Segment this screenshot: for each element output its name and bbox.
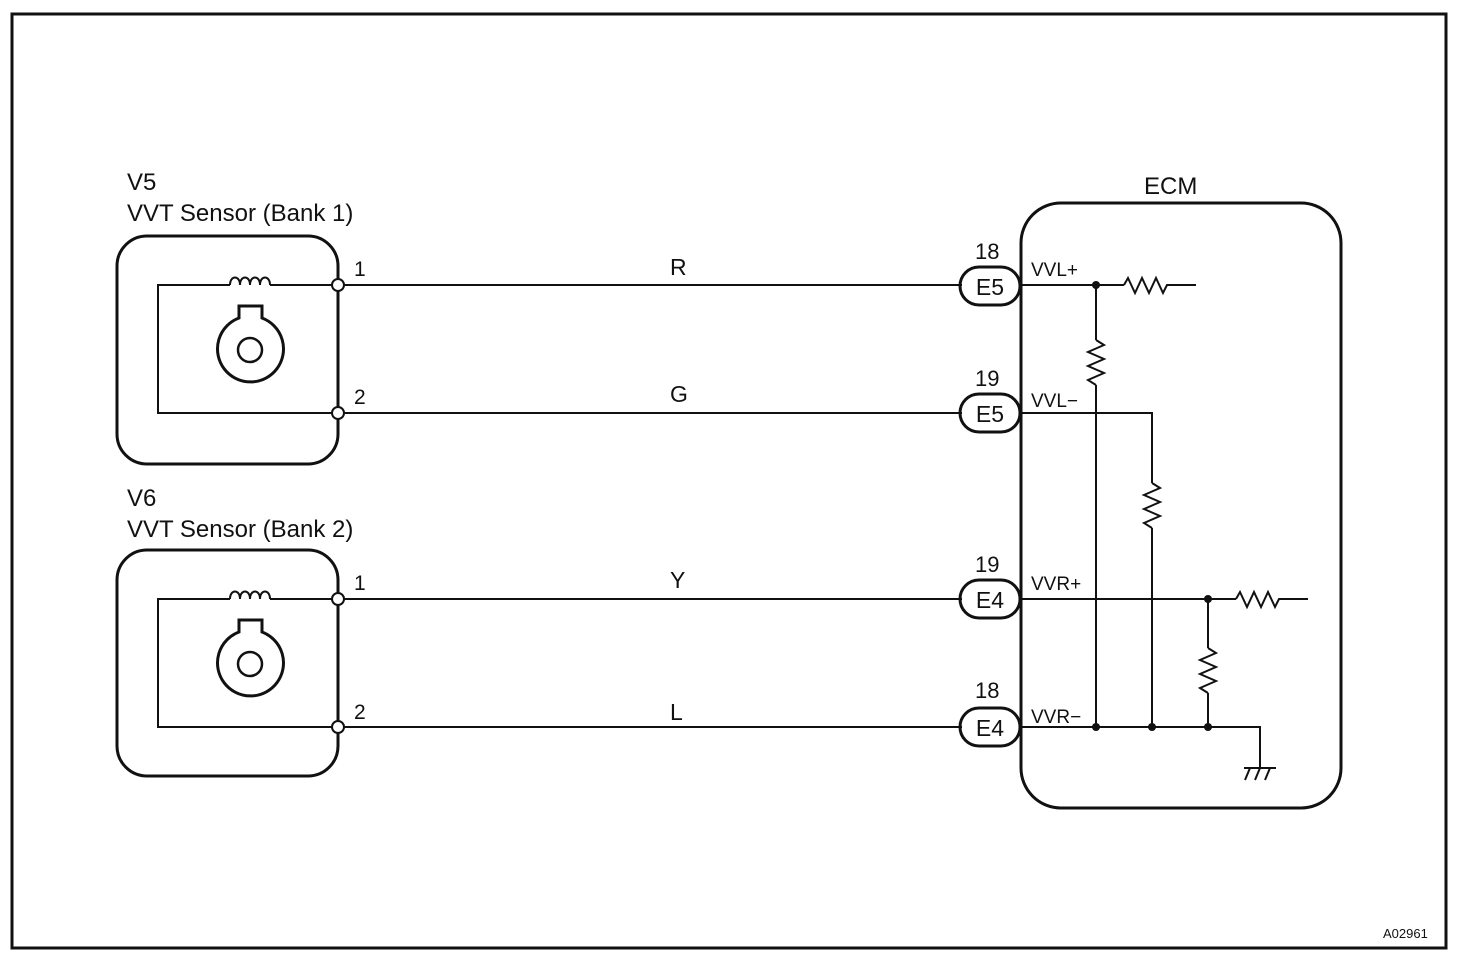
sensor-v5-housing — [115, 234, 340, 466]
connector-e5-19: 19 E5 — [958, 366, 1022, 434]
sensor-v6: V6 VVT Sensor (Bank 2) 1 2 — [115, 485, 366, 778]
connector-label: E5 — [976, 274, 1004, 300]
sensor-v5-reluctor-icon — [216, 304, 285, 384]
signal-vvr-plus: VVR+ — [1031, 574, 1081, 595]
sensor-v5-pin-1: 1 — [354, 258, 366, 281]
ecm-label: ECM — [1144, 173, 1197, 200]
connector-label: E4 — [976, 715, 1004, 741]
sensor-v6-reluctor-icon — [216, 618, 285, 698]
resistor-vvr-series-icon — [1235, 589, 1308, 610]
sensor-v6-terminal-1 — [331, 592, 345, 606]
resistor-vvr-bias-icon — [1197, 647, 1219, 694]
connector-label: E5 — [976, 401, 1004, 427]
pin-number: 19 — [975, 366, 999, 391]
harness-wires: R G Y L — [344, 254, 962, 728]
sensor-v5: V5 VVT Sensor (Bank 1) 1 2 — [115, 169, 366, 466]
sensor-v6-coil-icon — [229, 590, 271, 600]
ground-icon — [1244, 767, 1276, 781]
sensor-v6-name: VVT Sensor (Bank 2) — [127, 516, 353, 543]
wire-r-color: R — [670, 254, 687, 280]
ecm-internal-circuit — [1020, 275, 1308, 781]
sensor-v6-housing — [115, 548, 340, 778]
sensor-v6-terminal-2 — [331, 720, 345, 734]
connector-e4-18: 18 E4 — [958, 678, 1022, 748]
pin-number: 18 — [975, 239, 999, 264]
wire-l-color: L — [670, 699, 683, 725]
signal-vvl-minus: VVL− — [1031, 391, 1078, 412]
sensor-v5-loop — [157, 284, 338, 414]
sensor-v6-code: V6 — [127, 485, 156, 512]
sensor-v6-pin-1: 1 — [354, 572, 366, 595]
pin-number: 18 — [975, 678, 999, 703]
resistor-vvl-minus-icon — [1141, 482, 1163, 529]
sensor-v5-coil-icon — [229, 276, 271, 286]
sensor-v5-code: V5 — [127, 169, 156, 196]
wire-g-color: G — [670, 381, 688, 407]
ecm: ECM 18 E5 19 E5 19 E4 18 E4 VVL+ VVL− VV… — [958, 173, 1343, 810]
connector-label: E4 — [976, 587, 1004, 613]
sensor-v5-name: VVT Sensor (Bank 1) — [127, 200, 353, 227]
sensor-v5-pin-2: 2 — [354, 386, 366, 409]
resistor-vvl-series-icon — [1123, 275, 1196, 296]
resistor-vvl-bias-icon — [1085, 339, 1107, 386]
figure-code: A02961 — [1383, 926, 1428, 941]
sensor-v5-terminal-2 — [331, 406, 345, 420]
connector-e4-19: 19 E4 — [958, 552, 1022, 620]
connector-e5-18: 18 E5 — [958, 239, 1022, 307]
signal-vvl-plus: VVL+ — [1031, 260, 1078, 281]
diagram-frame — [10, 12, 1448, 950]
sensor-v5-terminal-1 — [331, 278, 345, 292]
pin-number: 19 — [975, 552, 999, 577]
sensor-v6-loop — [157, 598, 338, 728]
ecm-housing — [1019, 201, 1343, 810]
wire-y-color: Y — [670, 567, 685, 593]
sensor-v6-pin-2: 2 — [354, 701, 366, 724]
signal-vvr-minus: VVR− — [1031, 707, 1081, 728]
